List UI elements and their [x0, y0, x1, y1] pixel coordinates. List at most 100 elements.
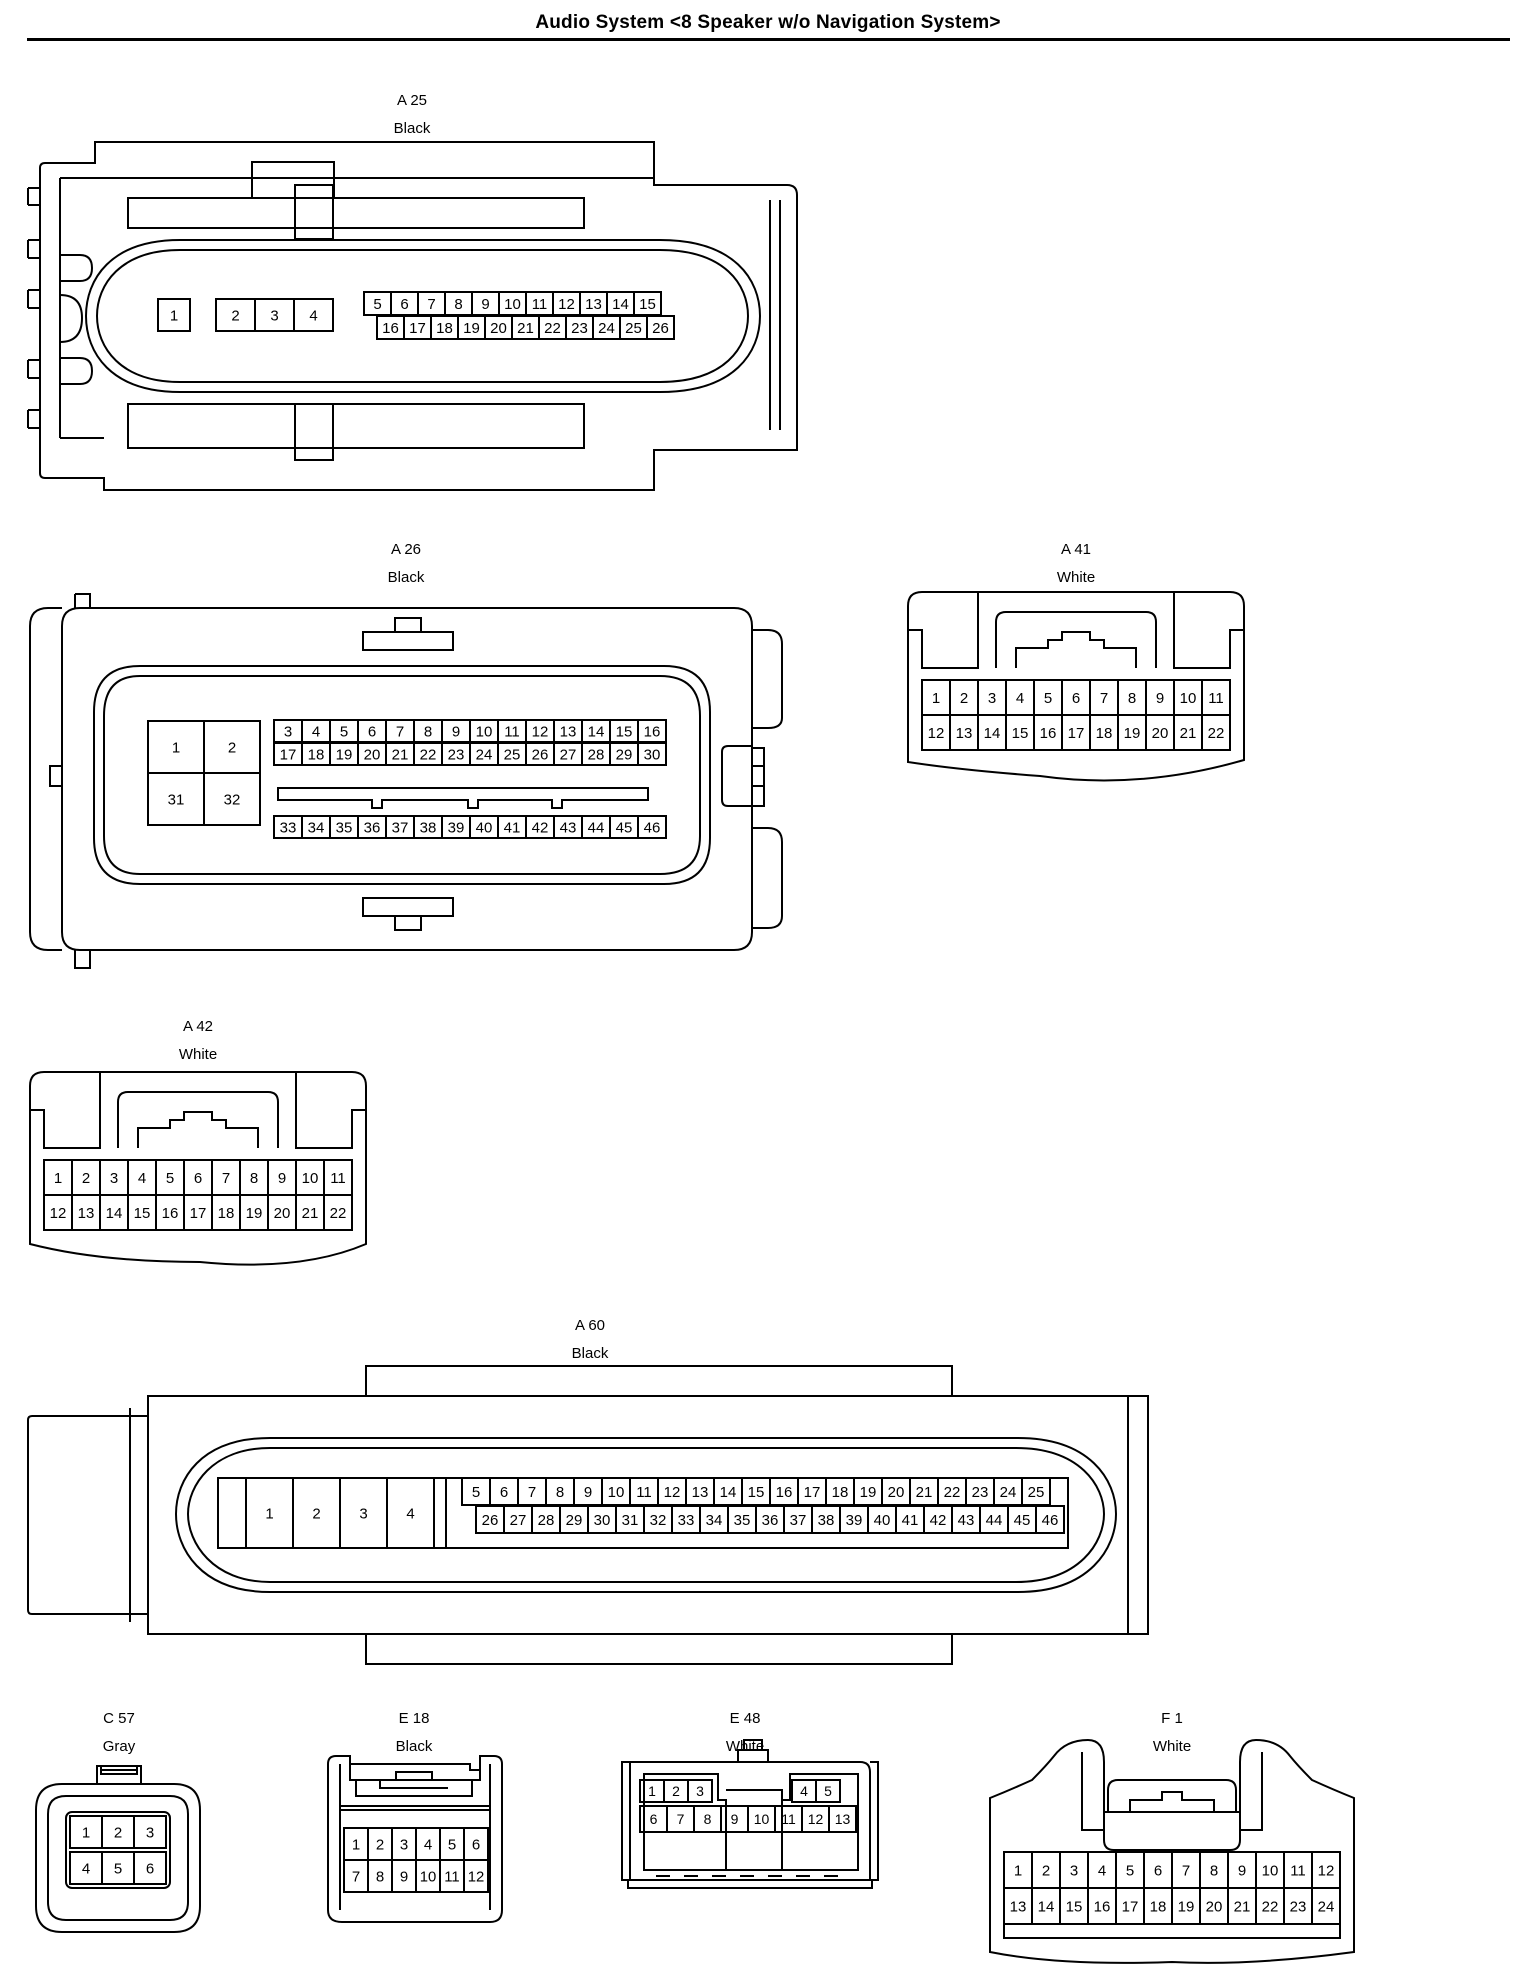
pin-number: 20 — [364, 746, 381, 763]
pin-number: 24 — [476, 746, 493, 763]
pin-number: 1 — [648, 1783, 656, 1799]
pin-number: 30 — [644, 746, 661, 763]
pin-number: 22 — [544, 320, 561, 337]
pin-number: 9 — [1156, 690, 1164, 707]
pin-number: 16 — [162, 1205, 179, 1222]
connector-name: A 60 — [575, 1317, 605, 1334]
pin-number: 1 — [932, 690, 940, 707]
pin-number: 42 — [930, 1512, 947, 1529]
pin-number: 17 — [1068, 725, 1085, 742]
pin-number: 16 — [1040, 725, 1057, 742]
pin-number: 19 — [246, 1205, 263, 1222]
pin-number: 46 — [644, 819, 661, 836]
pin-number: 17 — [1122, 1898, 1139, 1915]
pin-number: 15 — [1066, 1898, 1083, 1915]
pin-number: 5 — [824, 1783, 832, 1799]
connector-housing — [29, 1071, 367, 1266]
pin-number: 22 — [420, 746, 437, 763]
pin-number: 21 — [1180, 725, 1197, 742]
pin-number: 2 — [82, 1170, 90, 1187]
pin-number: 14 — [106, 1205, 123, 1222]
pin-number: 36 — [762, 1512, 779, 1529]
pin-number: 3 — [284, 723, 292, 740]
pin-number: 19 — [1124, 725, 1141, 742]
pin-number: 15 — [1012, 725, 1029, 742]
pin-number: 4 — [1098, 1862, 1106, 1879]
pin-number: 31 — [168, 791, 185, 808]
pin-number: 10 — [504, 296, 521, 313]
pin-number: 20 — [1206, 1898, 1223, 1915]
pin-number: 1 — [172, 739, 180, 756]
pin-number: 6 — [650, 1811, 658, 1827]
pin-number: 6 — [194, 1170, 202, 1187]
pin-number: 6 — [368, 723, 376, 740]
pin-number: 17 — [190, 1205, 207, 1222]
connector-name: A 25 — [397, 92, 427, 109]
pin-number: 44 — [986, 1512, 1003, 1529]
pin-number: 17 — [804, 1484, 821, 1501]
pin-cell — [293, 298, 334, 332]
pin-number: 13 — [585, 296, 602, 313]
pin-number: 28 — [538, 1512, 555, 1529]
pin-number: 4 — [424, 1836, 432, 1853]
pin-number: 5 — [373, 296, 381, 313]
pin-number: 3 — [110, 1170, 118, 1187]
pin-number: 8 — [556, 1484, 564, 1501]
pin-cell — [687, 1779, 713, 1803]
pin-number: 38 — [420, 819, 437, 836]
pin-number: 24 — [1000, 1484, 1017, 1501]
pin-number: 13 — [560, 723, 577, 740]
pin-number: 12 — [1318, 1862, 1335, 1879]
pin-number: 5 — [1126, 1862, 1134, 1879]
title-rule — [27, 38, 1510, 41]
pin-number: 8 — [424, 723, 432, 740]
pin-number: 14 — [720, 1484, 737, 1501]
pin-number: 13 — [692, 1484, 709, 1501]
pin-number: 12 — [50, 1205, 67, 1222]
pin-number: 8 — [250, 1170, 258, 1187]
pin-number: 16 — [644, 723, 661, 740]
pin-number: 7 — [1182, 1862, 1190, 1879]
pin-number: 5 — [340, 723, 348, 740]
pin-number: 15 — [134, 1205, 151, 1222]
pin-number: 26 — [482, 1512, 499, 1529]
pin-number: 8 — [1210, 1862, 1218, 1879]
pin-number: 32 — [650, 1512, 667, 1529]
pin-number: 7 — [396, 723, 404, 740]
pin-number: 23 — [571, 320, 588, 337]
pin-number: 9 — [731, 1811, 739, 1827]
pin-number: 45 — [1014, 1512, 1031, 1529]
pin-number: 35 — [734, 1512, 751, 1529]
pin-number: 11 — [532, 296, 548, 313]
pin-number: 34 — [706, 1512, 723, 1529]
pin-number: 9 — [452, 723, 460, 740]
pin-number: 2 — [114, 1824, 122, 1841]
pin-number: 11 — [504, 723, 520, 740]
pin-number: 13 — [78, 1205, 95, 1222]
pin-number: 4 — [138, 1170, 146, 1187]
pin-cell — [133, 1851, 167, 1885]
pin-cell — [323, 1194, 353, 1231]
pin-number: 12 — [928, 725, 945, 742]
pin-number: 18 — [832, 1484, 849, 1501]
pin-number: 18 — [218, 1205, 235, 1222]
pin-number: 3 — [696, 1783, 704, 1799]
pin-number: 39 — [448, 819, 465, 836]
pin-number: 21 — [517, 320, 534, 337]
pin-number: 5 — [114, 1860, 122, 1877]
pin-cell — [1035, 1505, 1065, 1534]
pin-cell — [157, 298, 191, 332]
pin-number: 22 — [330, 1205, 347, 1222]
pin-number: 1 — [1014, 1862, 1022, 1879]
